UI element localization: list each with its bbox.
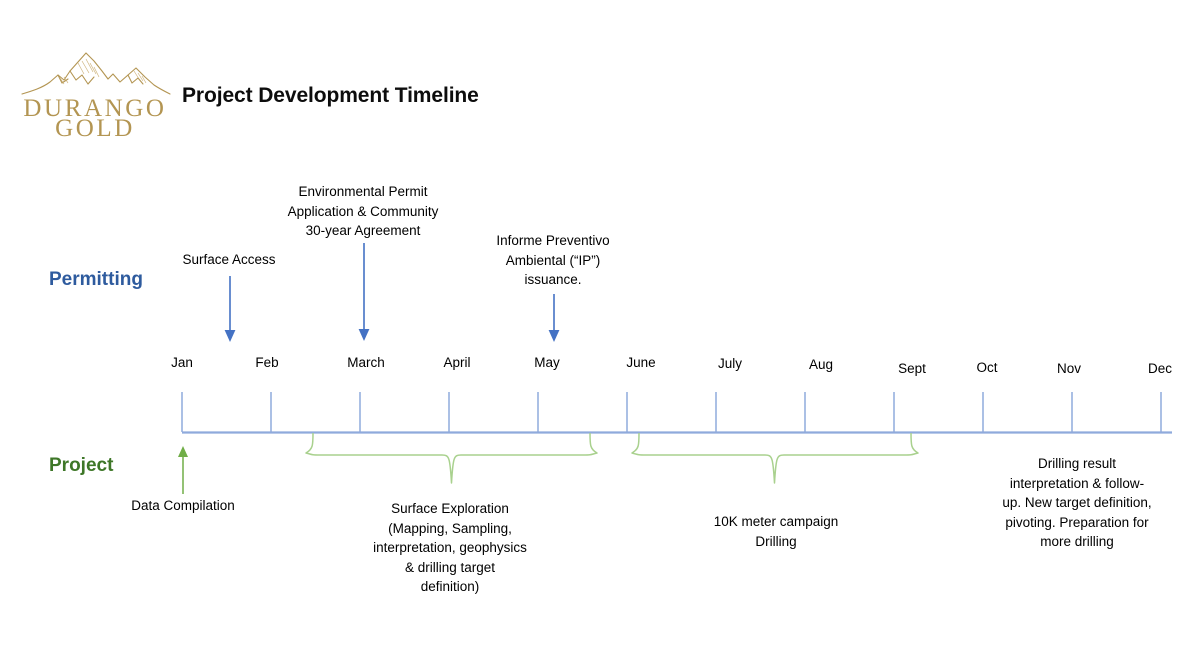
milestone-arrow-informe-preventivo: [548, 294, 560, 342]
milestone-label-environmental-permit: Environmental Permit Application & Commu…: [287, 184, 439, 238]
milestone-arrow-surface-access: [224, 276, 236, 342]
phase-label-drilling-campaign: 10K meter campaign Drilling: [713, 514, 839, 549]
durango-gold-logo: DURANGO GOLD: [12, 44, 178, 138]
mountain-icon: [21, 52, 171, 95]
logo-wordmark-line2: GOLD: [55, 115, 135, 138]
phase-brace-drilling-campaign: [631, 432, 919, 484]
axis-month-label-jan: Jan: [171, 355, 193, 370]
axis-month-label-oct: Oct: [976, 360, 998, 375]
phase-label-data-compilation: Data Compilation: [131, 498, 235, 513]
axis-month-label-aug: Aug: [808, 357, 834, 372]
axis-month-label-july: July: [717, 356, 743, 371]
axis-month-label-april: April: [443, 355, 471, 370]
axis-month-label-march: March: [347, 355, 385, 370]
milestone-arrow-environmental-permit: [358, 243, 370, 341]
axis-month-label-feb: Feb: [255, 355, 279, 370]
logo-wordmark-line1: DURANGO: [23, 95, 166, 122]
lane-label-project: Project: [49, 455, 114, 476]
axis-month-label-may: May: [534, 355, 560, 370]
phase-label-drilling-results: Drilling result interpretation & follow-…: [1002, 456, 1152, 549]
axis-month-label-june: June: [626, 355, 656, 370]
phase-label-surface-exploration: Surface Exploration (Mapping, Sampling, …: [373, 501, 527, 594]
axis-month-label-dec: Dec: [1147, 361, 1173, 376]
mountain-hatch: [59, 58, 147, 85]
phase-arrow-data-compilation: [178, 446, 188, 494]
axis-month-label-nov: Nov: [1056, 361, 1082, 376]
phase-brace-surface-exploration: [305, 432, 598, 484]
page-title: Project Development Timeline: [182, 84, 479, 107]
milestone-label-surface-access: Surface Access: [182, 252, 276, 267]
lane-label-permitting: Permitting: [49, 269, 143, 290]
axis-month-label-sept: Sept: [898, 361, 926, 376]
milestone-label-informe-preventivo-ambiental: Informe Preventivo Ambiental (“IP”) issu…: [496, 233, 610, 287]
axis-ticks: [181, 392, 1162, 432]
